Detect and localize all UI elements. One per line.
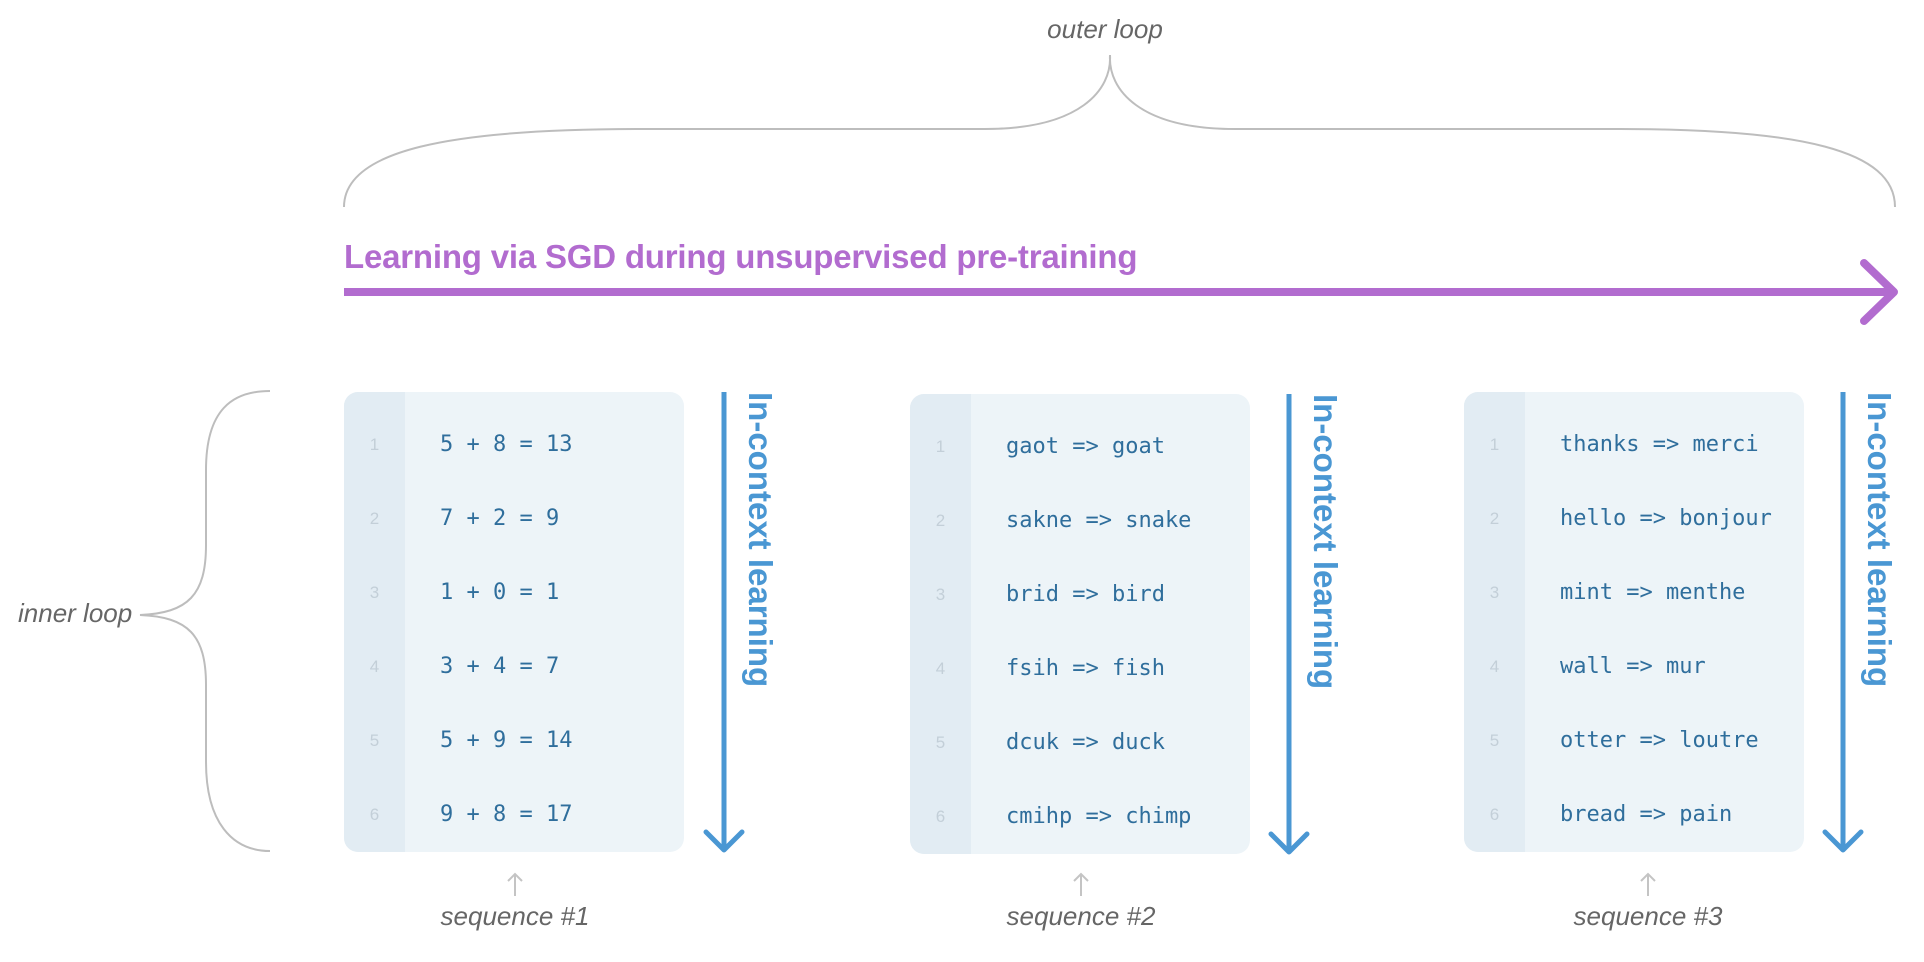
line-number: 5: [1489, 731, 1500, 750]
line-number: 4: [369, 657, 380, 676]
line-number-gutter: [1464, 392, 1525, 852]
line-text: wall => mur: [1560, 654, 1706, 679]
line-text: sakne => snake: [1006, 508, 1192, 533]
line-number: 6: [369, 805, 380, 824]
line-text: mint => menthe: [1560, 580, 1746, 605]
sequence-caption-2: sequence #2: [1006, 901, 1156, 931]
line-number: 3: [1489, 583, 1500, 602]
line-text: 1 + 0 = 1: [440, 580, 560, 605]
sequence-panel-3: 1 thanks => merci 2 hello => bonjour 3 m…: [1464, 392, 1804, 852]
sequence-caption-1: sequence #1: [440, 901, 590, 931]
in-context-label-3: In-context learning: [1861, 392, 1898, 688]
line-number: 6: [1489, 805, 1500, 824]
code-line: 5 otter => loutre: [1464, 726, 1804, 756]
code-line: 2 7 + 2 = 9: [344, 504, 684, 534]
sequence-caption-3: sequence #3: [1573, 901, 1723, 931]
code-line: 2 sakne => snake: [910, 506, 1250, 536]
code-line: 3 mint => menthe: [1464, 578, 1804, 608]
line-text: brid => bird: [1006, 582, 1165, 607]
in-context-label-2: In-context learning: [1307, 394, 1344, 690]
code-line: 6 9 + 8 = 17: [344, 800, 684, 830]
line-number: 1: [369, 435, 380, 454]
caption-pointer-3: [1640, 872, 1656, 896]
line-number: 3: [935, 585, 946, 604]
line-text: hello => bonjour: [1560, 506, 1772, 531]
inner-loop-brace: [139, 390, 271, 852]
caption-pointer-1: [507, 872, 523, 896]
line-number-gutter: [910, 394, 971, 854]
line-number: 4: [1489, 657, 1500, 676]
in-context-arrow-1: [703, 392, 745, 853]
line-text: dcuk => duck: [1006, 730, 1165, 755]
in-context-arrow-2: [1268, 394, 1310, 855]
line-text: otter => loutre: [1560, 728, 1759, 753]
line-text: bread => pain: [1560, 802, 1733, 827]
code-line: 5 dcuk => duck: [910, 728, 1250, 758]
outer-loop-brace: [343, 54, 1896, 208]
line-text: cmihp => chimp: [1006, 804, 1192, 829]
code-line: 2 hello => bonjour: [1464, 504, 1804, 534]
code-line: 4 3 + 4 = 7: [344, 652, 684, 682]
in-context-label-1: In-context learning: [742, 392, 779, 688]
line-number: 1: [1489, 435, 1500, 454]
code-line: 1 thanks => merci: [1464, 430, 1804, 460]
line-number: 2: [935, 511, 946, 530]
code-line: 3 1 + 0 = 1: [344, 578, 684, 608]
line-number: 4: [935, 659, 946, 678]
sequence-panel-1: 1 5 + 8 = 13 2 7 + 2 = 9 3 1 + 0 = 1 4 3…: [344, 392, 684, 852]
sequence-panel-2: 1 gaot => goat 2 sakne => snake 3 brid =…: [910, 394, 1250, 854]
code-line: 6 bread => pain: [1464, 800, 1804, 830]
line-text: thanks => merci: [1560, 432, 1759, 457]
line-number: 2: [369, 509, 380, 528]
line-text: 3 + 4 = 7: [440, 654, 560, 679]
line-text: gaot => goat: [1006, 434, 1165, 459]
line-number: 3: [369, 583, 380, 602]
sgd-arrow: [344, 259, 1898, 325]
line-text: 5 + 8 = 13: [440, 432, 573, 457]
in-context-arrow-3: [1822, 392, 1864, 853]
line-number: 2: [1489, 509, 1500, 528]
sgd-label: Learning via SGD during unsupervised pre…: [344, 238, 1138, 275]
line-text: fsih => fish: [1006, 656, 1165, 681]
code-line: 3 brid => bird: [910, 580, 1250, 610]
inner-loop-label: inner loop: [18, 598, 133, 628]
line-number: 1: [935, 437, 946, 456]
line-number: 5: [935, 733, 946, 752]
line-number: 5: [369, 731, 380, 750]
code-line: 4 fsih => fish: [910, 654, 1250, 684]
outer-loop-label: outer loop: [1047, 14, 1163, 44]
line-number: 6: [935, 807, 946, 826]
code-line: 4 wall => mur: [1464, 652, 1804, 682]
line-text: 9 + 8 = 17: [440, 802, 573, 827]
code-line: 6 cmihp => chimp: [910, 802, 1250, 832]
line-number-gutter: [344, 392, 405, 852]
line-text: 5 + 9 = 14: [440, 728, 573, 753]
line-text: 7 + 2 = 9: [440, 506, 560, 531]
code-line: 1 5 + 8 = 13: [344, 430, 684, 460]
caption-pointer-2: [1073, 872, 1089, 896]
code-line: 1 gaot => goat: [910, 432, 1250, 462]
code-line: 5 5 + 9 = 14: [344, 726, 684, 756]
